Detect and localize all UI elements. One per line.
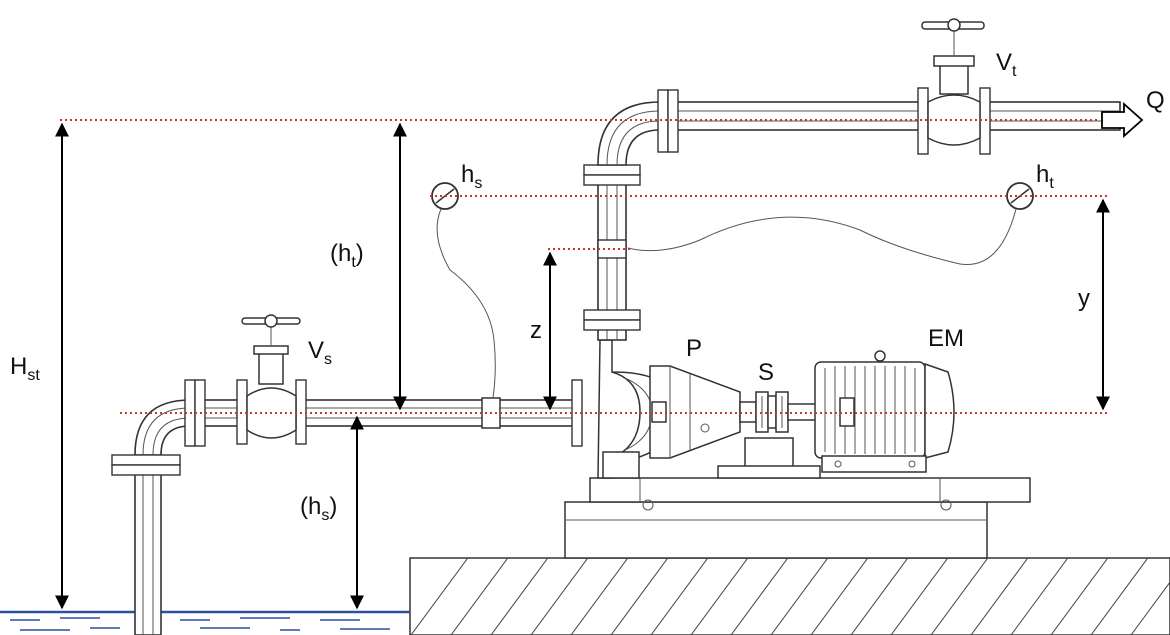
label-gauge-h-t: ht xyxy=(1036,161,1054,192)
flow-arrow-icon xyxy=(1101,101,1144,139)
suction-valve xyxy=(236,314,307,445)
ground-hatching xyxy=(410,558,1170,635)
label-gauge-h-s: hs xyxy=(461,161,482,192)
discharge-valve xyxy=(917,18,991,155)
discharge-pressure-gauge xyxy=(627,182,1034,266)
water-sump xyxy=(0,610,410,631)
label-h-s-paren: (hs) xyxy=(300,493,337,524)
lifting-eye-icon xyxy=(874,350,886,362)
centrifugal-pump xyxy=(597,339,757,479)
label-pump-p: P xyxy=(686,335,702,362)
label-motor-em: EM xyxy=(928,325,964,352)
discharge-gauge-tap xyxy=(597,239,627,259)
label-h-st: Hst xyxy=(10,353,40,384)
label-flow-q: Q xyxy=(1146,87,1165,114)
ground-block xyxy=(409,557,1170,635)
label-y: y xyxy=(1078,285,1090,312)
pump-foundation xyxy=(564,477,1031,559)
electric-motor xyxy=(814,350,955,473)
label-valve-v-s: Vs xyxy=(308,337,332,368)
suction-pressure-gauge xyxy=(431,182,496,399)
label-coupling-s: S xyxy=(758,359,774,386)
reference-lines xyxy=(60,119,1110,414)
label-z: z xyxy=(530,317,542,344)
label-valve-v-t: Vt xyxy=(996,49,1017,80)
label-h-t-paren: (ht) xyxy=(330,240,364,271)
discharge-pipe xyxy=(583,89,1121,341)
